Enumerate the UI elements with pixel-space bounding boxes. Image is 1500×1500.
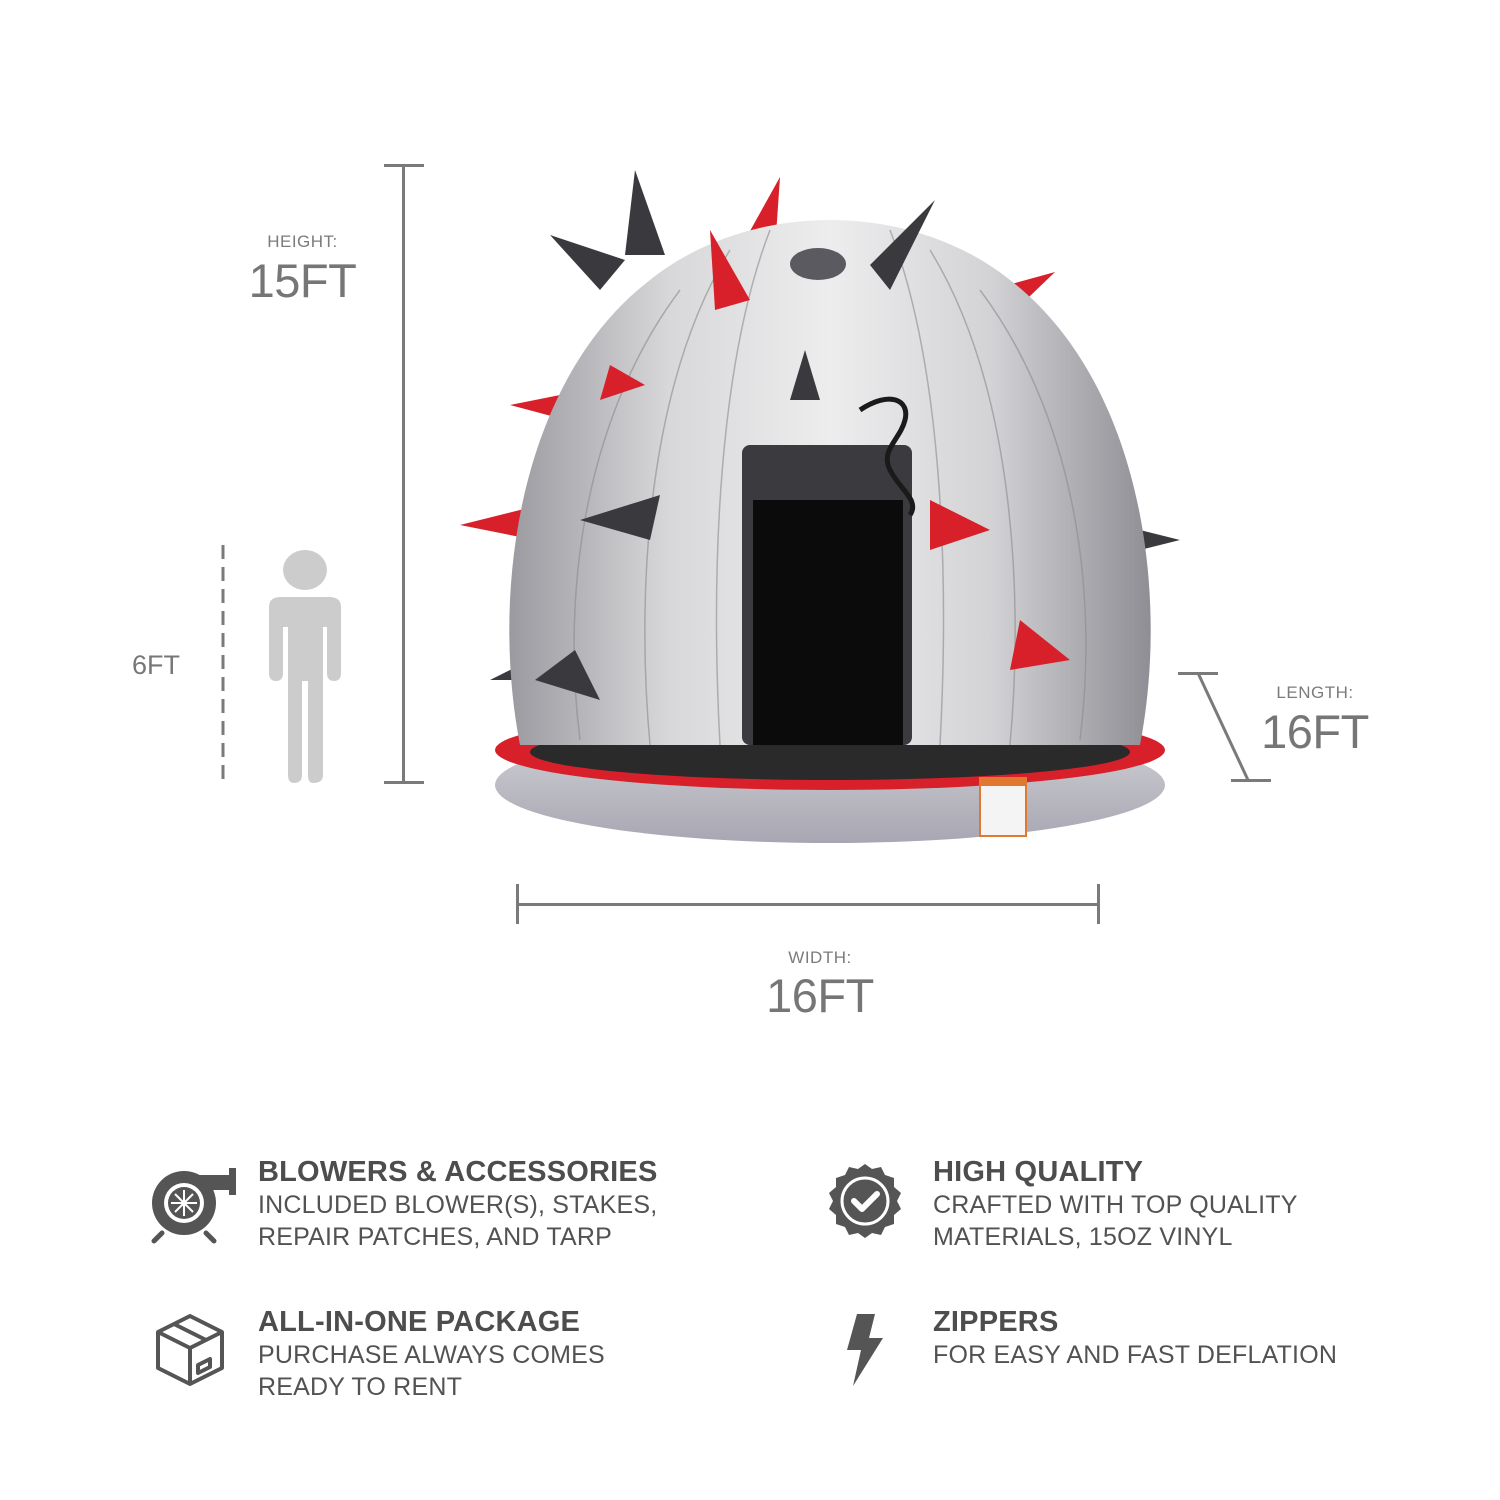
person-height-label: 6FT bbox=[132, 650, 181, 680]
feature-all-in-one: ALL-IN-ONE PACKAGE PURCHASE ALWAYS COMES… bbox=[140, 1305, 605, 1403]
width-value: 16FT bbox=[766, 969, 874, 1022]
feature-title: ZIPPERS bbox=[933, 1306, 1059, 1338]
feature-desc-line: CRAFTED WITH TOP QUALITY bbox=[933, 1191, 1298, 1219]
feature-title: ALL-IN-ONE PACKAGE bbox=[258, 1306, 581, 1338]
safety-label-sticker bbox=[979, 777, 1027, 837]
door-opening bbox=[753, 500, 903, 745]
feature-desc-line: MATERIALS, 15OZ VINYL bbox=[933, 1223, 1233, 1251]
quality-badge-icon bbox=[815, 1155, 915, 1245]
feature-high-quality: HIGH QUALITY CRAFTED WITH TOP QUALITY MA… bbox=[815, 1155, 1298, 1253]
height-line-bottom-cap bbox=[384, 781, 424, 784]
feature-desc-line: REPAIR PATCHES, AND TARP bbox=[258, 1223, 612, 1251]
feature-title: HIGH QUALITY bbox=[933, 1156, 1144, 1188]
length-value: 16FT bbox=[1261, 705, 1369, 758]
spikes-front bbox=[535, 200, 1070, 700]
height-value: 15FT bbox=[248, 254, 357, 307]
scorpion-graphic bbox=[858, 396, 915, 517]
person-silhouette-icon bbox=[269, 550, 341, 783]
feature-zippers: ZIPPERS FOR EASY AND FAST DEFLATION bbox=[815, 1305, 1337, 1395]
feature-desc-line: FOR EASY AND FAST DEFLATION bbox=[933, 1341, 1338, 1369]
length-line-bottom-cap bbox=[1231, 779, 1271, 782]
length-line bbox=[1196, 672, 1250, 781]
lightning-bolt-icon bbox=[815, 1305, 915, 1395]
width-line bbox=[516, 903, 1100, 906]
person-dashed-line bbox=[221, 545, 225, 785]
package-box-icon bbox=[140, 1305, 240, 1395]
product-image-spiked-dome bbox=[460, 170, 1180, 843]
height-label: HEIGHT: bbox=[267, 232, 338, 251]
width-label: WIDTH: bbox=[788, 948, 852, 967]
top-vent bbox=[790, 248, 846, 280]
length-label: LENGTH: bbox=[1276, 683, 1354, 702]
feature-title: BLOWERS & ACCESSORIES bbox=[258, 1156, 658, 1188]
blower-icon bbox=[140, 1155, 240, 1245]
width-line-right-cap bbox=[1097, 884, 1100, 924]
feature-desc-line: INCLUDED BLOWER(S), STAKES, bbox=[258, 1191, 658, 1219]
height-line bbox=[402, 164, 405, 784]
feature-desc-line: PURCHASE ALWAYS COMES bbox=[258, 1341, 605, 1369]
feature-desc-line: READY TO RENT bbox=[258, 1373, 463, 1401]
feature-blowers: BLOWERS & ACCESSORIES INCLUDED BLOWER(S)… bbox=[140, 1155, 658, 1253]
